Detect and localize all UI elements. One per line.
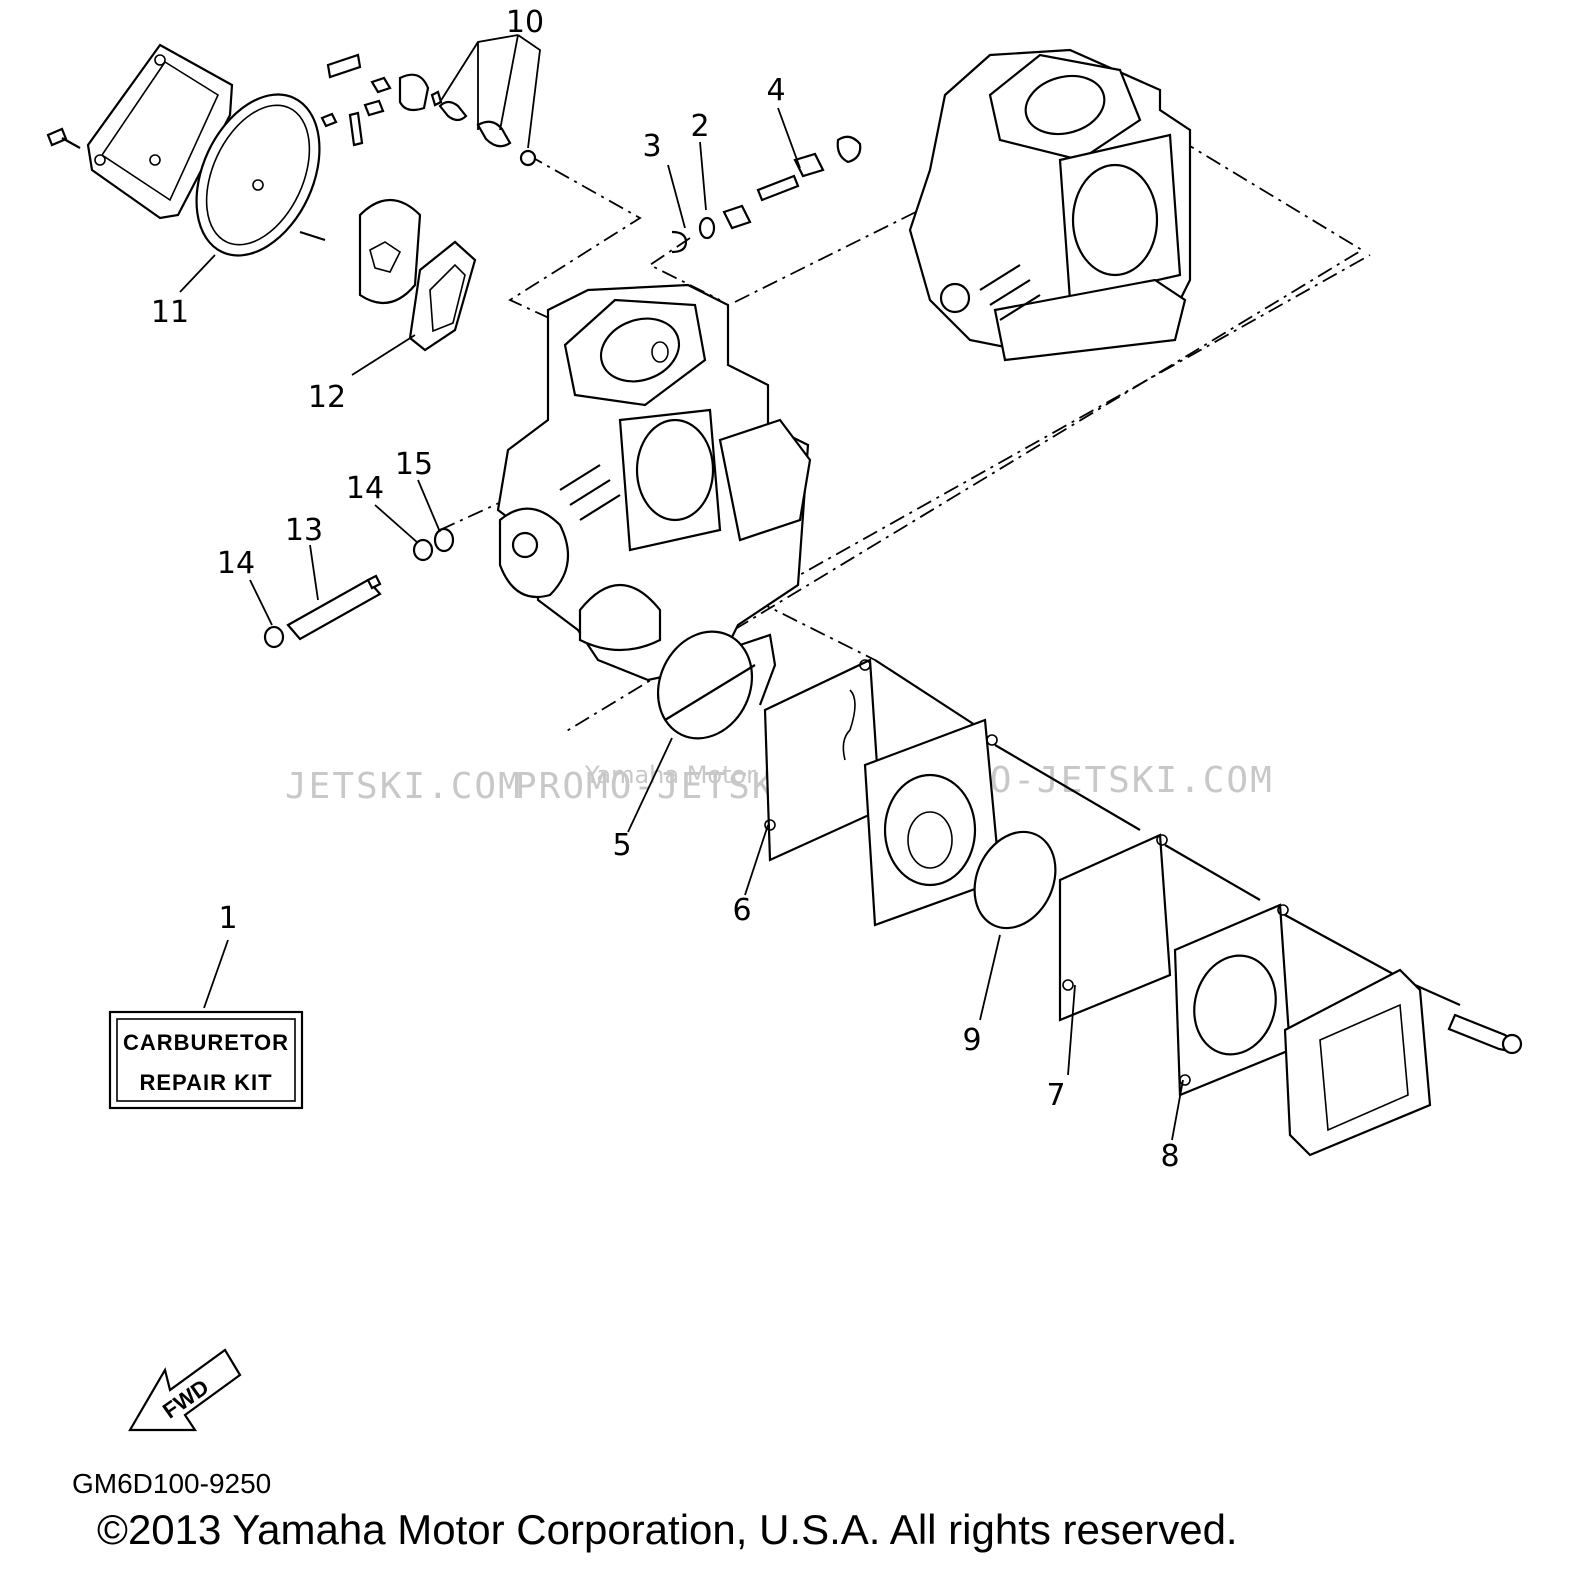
pump-cover	[1283, 968, 1523, 1157]
callout-leaders	[179, 34, 1184, 1141]
callout-12: 12	[308, 380, 346, 415]
callout-4: 4	[766, 73, 785, 108]
watermark-left: JETSKI.COM	[285, 766, 522, 807]
carburetor-body-right	[908, 48, 1192, 362]
parts-2-3-4	[671, 135, 862, 254]
callout-9: 9	[962, 1023, 981, 1058]
carburetor-body-left	[496, 283, 812, 682]
callout-6: 6	[732, 893, 751, 928]
diagram-code: GM6D100-9250	[72, 1468, 271, 1499]
callout-8: 8	[1160, 1139, 1179, 1174]
part-9-o-ring	[973, 830, 1057, 930]
callout-numbers: 1 2 3 4 5 6 7 8 9 10 11 12 13 14 14 15	[151, 5, 1180, 1174]
part-5-filter	[656, 630, 777, 740]
part-10-small-parts	[320, 53, 537, 167]
callout-1: 1	[218, 901, 237, 936]
callout-5: 5	[612, 828, 631, 863]
callout-14b: 14	[346, 471, 384, 506]
callout-11: 11	[151, 295, 189, 330]
part-7-diaphragm-plate	[1058, 833, 1172, 1022]
callout-13: 13	[285, 513, 323, 548]
part-8-gasket	[1173, 903, 1292, 1097]
kit-box-line2: REPAIR KIT	[139, 1070, 272, 1095]
part-6-gasket	[763, 658, 882, 862]
callout-15: 15	[395, 447, 433, 482]
copyright: ©2013 Yamaha Motor Corporation, U.S.A. A…	[97, 1506, 1238, 1553]
callout-10: 10	[506, 5, 544, 40]
callout-2: 2	[690, 109, 709, 144]
part-1-repair-kit: CARBURETOR REPAIR KIT	[108, 1010, 304, 1110]
fwd-arrow: FWD	[128, 1348, 242, 1432]
kit-box-line1: CARBURETOR	[123, 1030, 289, 1055]
part-12-gasket	[299, 199, 477, 352]
callout-7: 7	[1046, 1078, 1065, 1113]
pump-body	[863, 718, 1002, 927]
callout-14a: 14	[217, 546, 255, 581]
part-11-diaphragm-cover	[46, 43, 321, 257]
callout-3: 3	[642, 129, 661, 164]
parts-13-14-15	[263, 527, 455, 649]
